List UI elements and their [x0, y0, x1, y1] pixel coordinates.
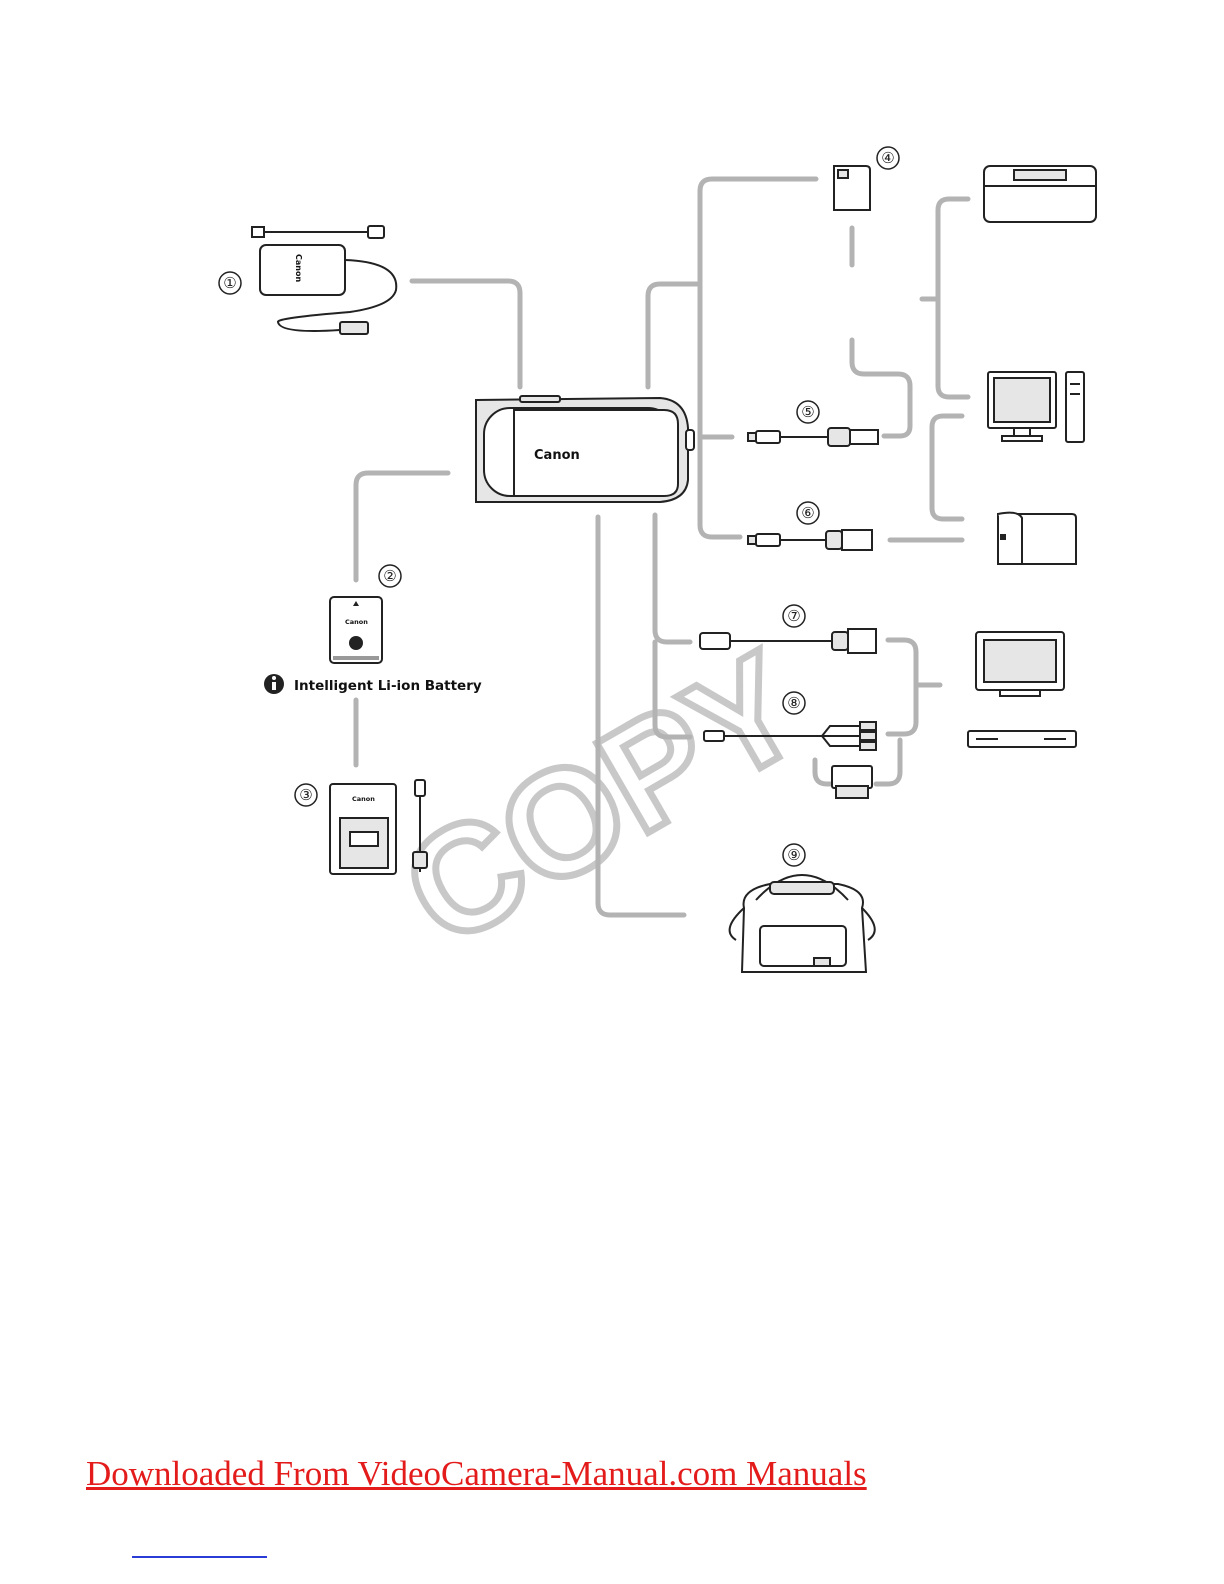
- callout-bag: ⑨: [783, 844, 805, 866]
- battery-label: Intelligent Li-ion Battery: [294, 678, 482, 694]
- tv-icon: [976, 632, 1064, 696]
- compact-power-adapter: Canon: [252, 226, 396, 334]
- usb-adapter-cable: [748, 530, 872, 550]
- svg-text:③: ③: [299, 786, 312, 804]
- callout-usb-cable: ⑤: [797, 401, 819, 423]
- download-source-link[interactable]: Downloaded From VideoCamera-Manual.com M…: [86, 1454, 867, 1494]
- footer-underline-rule: [132, 1556, 267, 1558]
- svg-text:⑤: ⑤: [801, 403, 814, 421]
- svg-text:④: ④: [881, 149, 894, 167]
- callout-charger: ③: [295, 784, 317, 806]
- svg-text:Canon: Canon: [352, 795, 375, 803]
- svg-text:Canon: Canon: [294, 254, 303, 282]
- printer-icon: [984, 166, 1096, 222]
- soft-carrying-case: [730, 875, 875, 972]
- external-drive-icon: [998, 513, 1076, 564]
- callout-battery: ②: [379, 565, 401, 587]
- callout-sd-card: ④: [877, 147, 899, 169]
- callout-usb-adapter: ⑥: [797, 502, 819, 524]
- usb-cable: [748, 428, 878, 446]
- svg-text:①: ①: [223, 274, 236, 292]
- svg-text:⑥: ⑥: [801, 504, 814, 522]
- svg-text:②: ②: [383, 567, 396, 585]
- svg-text:⑨: ⑨: [787, 846, 800, 864]
- callout-hdmi-cable: ⑦: [783, 605, 805, 627]
- battery-pack: Canon Intelligent Li-ion Battery: [264, 597, 482, 694]
- svg-text:Canon: Canon: [534, 448, 580, 463]
- svg-text:⑦: ⑦: [787, 607, 800, 625]
- camcorder: Canon: [476, 396, 694, 502]
- video-recorder-icon: [968, 731, 1076, 747]
- hdmi-cable: [700, 629, 876, 653]
- accessory-diagram: COPY Canon Canon: [0, 0, 1224, 1010]
- callout-adapter: ①: [219, 272, 241, 294]
- svg-text:Canon: Canon: [345, 618, 368, 626]
- memory-card: [834, 166, 870, 210]
- callout-av-cable: ⑧: [783, 692, 805, 714]
- computer-icon: [988, 372, 1084, 442]
- svg-text:⑧: ⑧: [787, 694, 800, 712]
